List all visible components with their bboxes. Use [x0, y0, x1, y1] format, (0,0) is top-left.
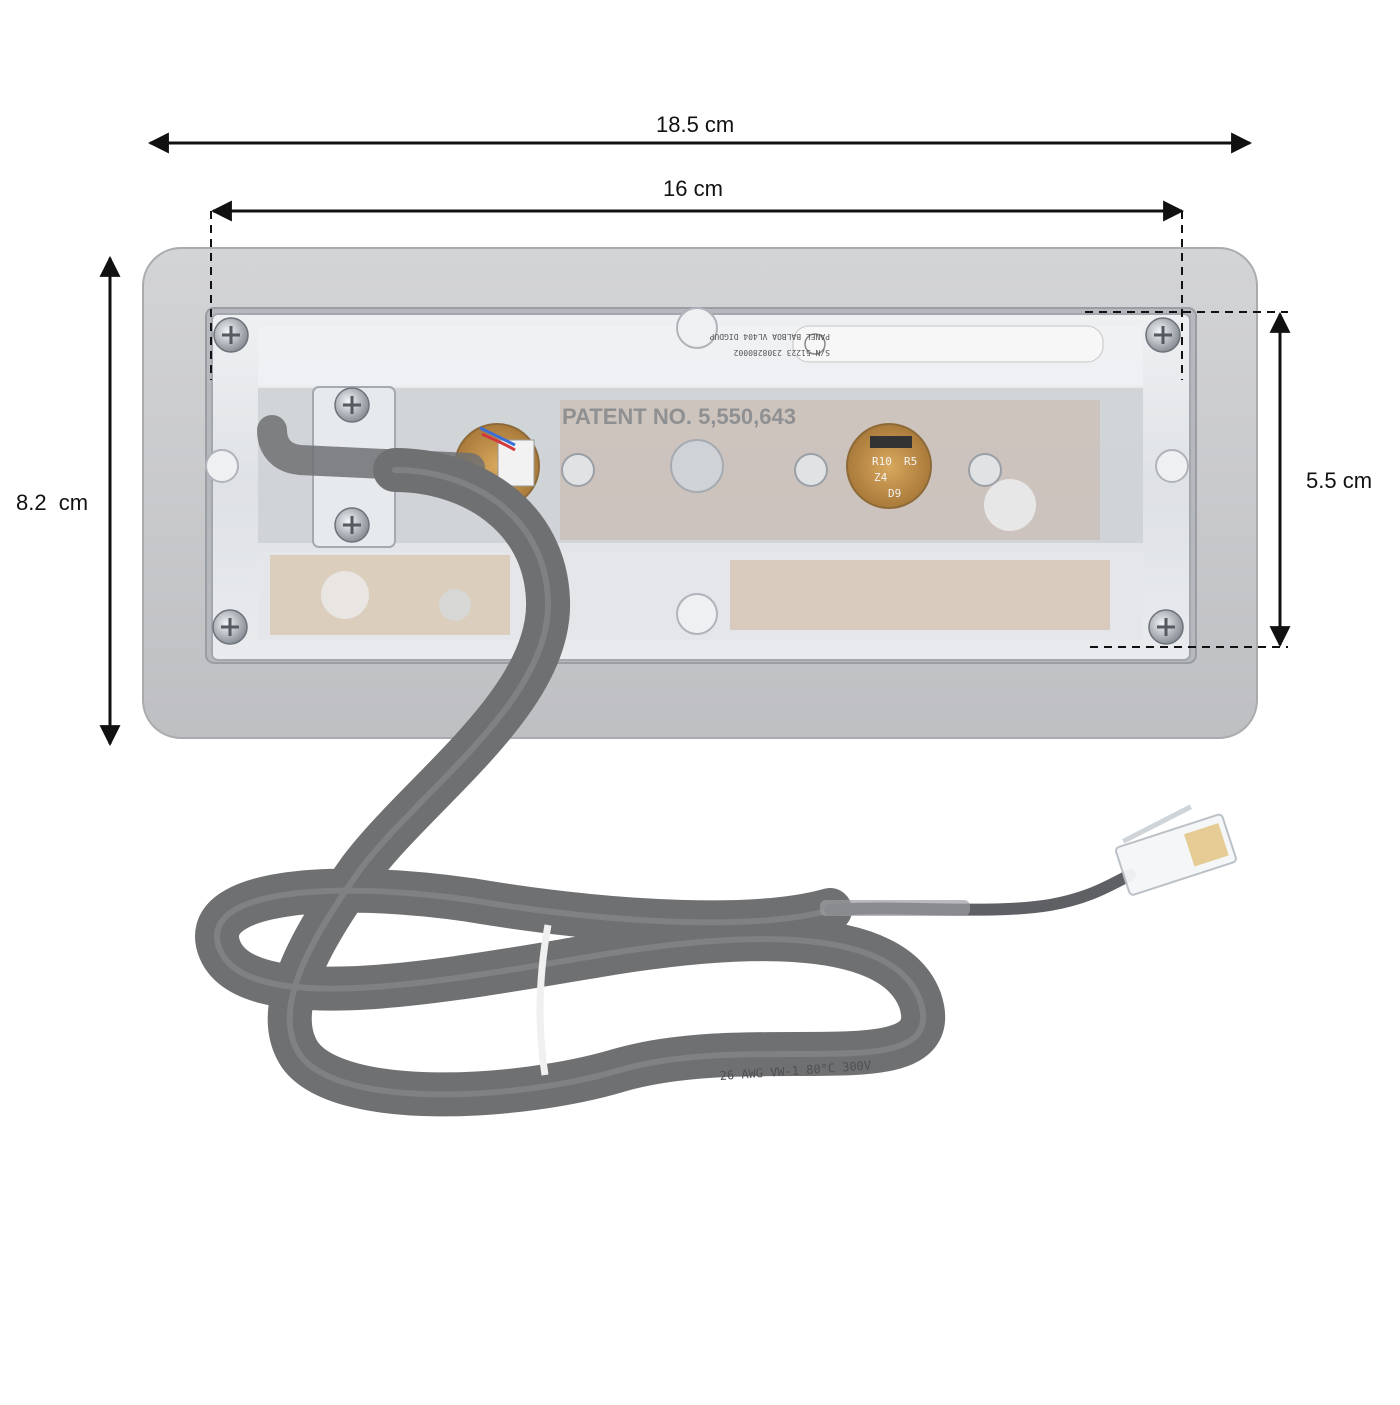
- button-boss-6: [321, 571, 369, 619]
- patent-text: PATENT NO. 5,550,643: [562, 404, 796, 429]
- width-outer-label: 18.5 cm: [656, 112, 735, 137]
- screw-bottom-right: [1148, 609, 1184, 645]
- serial-label: [792, 325, 1104, 363]
- boss-left: [205, 449, 239, 483]
- screw-top-left: [213, 317, 249, 353]
- screw-top-right: [1145, 317, 1181, 353]
- button-boss-3: [794, 453, 828, 487]
- label-line1: PANEL BALBOA VL404 DIGDUP: [709, 332, 830, 341]
- ribbon-cable-highlight: [214, 467, 926, 1098]
- boss-bottom: [676, 593, 718, 635]
- pcb-label-z4: Z4: [874, 471, 888, 484]
- height-outer-label: 8.2 cm: [16, 490, 89, 515]
- button-boss-4: [968, 453, 1002, 487]
- clamp-screw-bottom: [334, 507, 370, 543]
- pcb-label-d9: D9: [888, 487, 901, 500]
- boss-right: [1155, 449, 1189, 483]
- clamp-screw-top: [334, 387, 370, 423]
- pcb-label-r10: R10: [872, 455, 892, 468]
- boss-top: [676, 307, 718, 349]
- connector-wire-red: [481, 432, 516, 452]
- rj-connector: [1115, 804, 1237, 896]
- zip-tie: [536, 924, 552, 1076]
- connector-wires: [479, 426, 516, 447]
- button-boss-5: [984, 479, 1036, 531]
- button-boss-1: [561, 453, 595, 487]
- button-boss-7: [439, 589, 471, 621]
- width-inner-label: 16 cm: [663, 176, 723, 201]
- button-boss-2: [670, 439, 724, 493]
- pcb-strip-right: [730, 560, 1110, 630]
- label-line2: S/N 51223 2308280002: [733, 348, 830, 357]
- screw-bottom-left: [212, 609, 248, 645]
- label-logo: [804, 333, 826, 355]
- cable-sleeve: [820, 900, 970, 916]
- pcb-strip-left: [270, 555, 510, 635]
- height-inner-label: 5.5 cm: [1306, 468, 1373, 493]
- ribbon-cable-internal: [257, 415, 485, 483]
- smd-component: [870, 436, 912, 448]
- pcb-label-r5: R5: [904, 455, 917, 468]
- connector-block: [497, 439, 535, 487]
